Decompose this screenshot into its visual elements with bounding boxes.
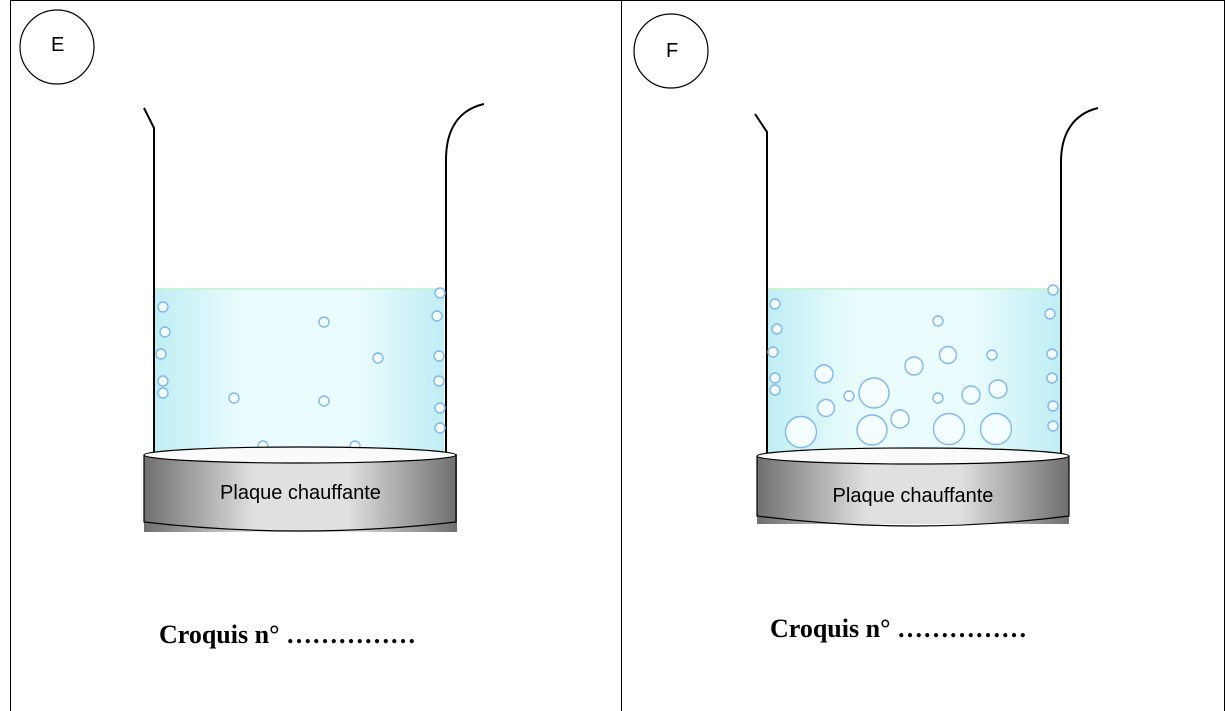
bubbles-e <box>155 287 446 452</box>
panel-label: F <box>666 40 679 62</box>
bubbles-f <box>767 284 1059 449</box>
sketch-caption: Croquis n° …………… <box>159 620 416 649</box>
beaker-diagram-f <box>633 13 1099 527</box>
sketch-caption: Croquis n° …………… <box>770 614 1027 643</box>
label-circle <box>19 9 95 85</box>
hot-plate-body <box>144 454 457 532</box>
beaker-left-wall <box>754 113 768 456</box>
label-circle <box>633 13 709 89</box>
panel-f: F Plaque chauffante Croquis n° …………… <box>621 0 1225 711</box>
water <box>155 289 444 453</box>
beaker-left-wall <box>143 107 155 455</box>
hot-plate-label: Plaque chauffante <box>832 485 994 507</box>
beaker-diagram-e <box>19 9 485 532</box>
hot-plate-body <box>757 455 1069 524</box>
panel-e: E Plaque chauffante Croquis n° …………… <box>10 0 621 711</box>
hot-plate-top <box>143 446 457 464</box>
hot-plate-label: Plaque chauffante <box>220 482 381 504</box>
beaker-right-wall <box>1060 107 1099 456</box>
hot-plate-top <box>756 447 1070 465</box>
beaker-right-wall <box>445 103 485 455</box>
panel-label: E <box>51 34 65 56</box>
